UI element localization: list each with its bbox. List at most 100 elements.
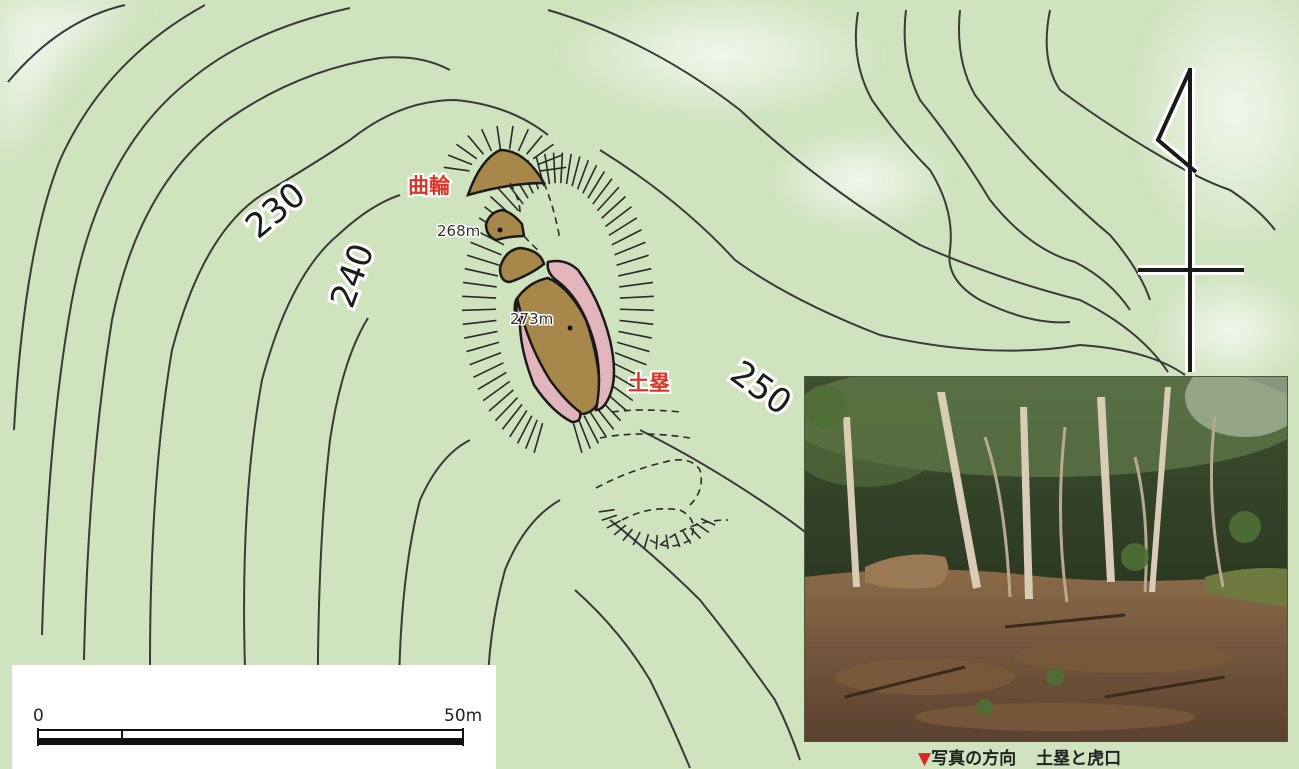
hachure-stroke: [571, 156, 581, 187]
hachure-stroke: [532, 143, 555, 160]
hachure-stroke: [619, 281, 654, 288]
photo-caption: ▼写真の方向土塁と虎口: [918, 744, 1121, 769]
hachure-stroke: [582, 164, 598, 194]
north-arrow-icon: [1138, 67, 1244, 372]
hachure-stroke: [565, 153, 572, 185]
hachure-stroke: [470, 241, 502, 256]
hachure-stroke: [462, 319, 497, 326]
hachure-stroke: [462, 281, 497, 288]
pale-area-top: [550, 0, 890, 125]
hachure-stroke: [611, 229, 642, 246]
hachure-stroke: [496, 125, 502, 150]
hachure-stroke: [533, 422, 544, 454]
hachure-stroke: [544, 153, 551, 185]
hachure-stroke: [572, 422, 583, 454]
southern-hachures: [598, 508, 716, 550]
hachure-stroke: [606, 519, 622, 529]
hachure-stroke: [596, 186, 620, 212]
castle-enclosures: [466, 148, 616, 424]
hachure-stroke: [592, 178, 613, 205]
hachure-stroke: [695, 522, 710, 534]
feature-label-dorui: 土塁: [628, 371, 670, 395]
hachure-stroke: [689, 527, 702, 540]
elevation-label-273: 273m: [510, 310, 553, 328]
elevation-label-268: 268m: [437, 222, 480, 240]
hachure-stroke: [509, 410, 528, 438]
scale-bar-background: [12, 665, 496, 769]
caption-direction: 写真の方向: [931, 749, 1017, 769]
earthwork-west: [515, 298, 582, 424]
hachure-stroke: [501, 403, 523, 430]
scale-bar: 0 50m: [12, 665, 496, 769]
caption-subject: 土塁と虎口: [1036, 749, 1122, 769]
hachure-stroke: [619, 319, 654, 326]
hachure-stroke: [473, 362, 504, 379]
enclosure-268: [484, 208, 526, 242]
hachure-stroke: [619, 308, 654, 312]
hachure-stroke: [616, 254, 649, 266]
hachure-stroke: [455, 143, 478, 160]
hachure-stroke: [466, 341, 500, 353]
hachure-stroke: [540, 166, 567, 172]
hachure-stroke: [447, 154, 473, 166]
hachure-stroke: [443, 166, 470, 172]
pale-area-top-left: [0, 0, 140, 170]
hachure-stroke: [583, 415, 600, 444]
hachure-stroke: [464, 330, 498, 339]
hachure-stroke: [508, 125, 514, 150]
hachure-stroke: [700, 517, 716, 526]
hachure-stroke: [488, 389, 514, 412]
hachure-stroke: [614, 351, 647, 366]
hachure-stroke: [613, 524, 627, 536]
hachure-stroke: [608, 217, 638, 237]
hachure-stroke: [665, 534, 670, 550]
photo-direction-marker: ▼: [918, 749, 932, 769]
hachure-stroke: [614, 241, 646, 256]
hachure-stroke: [496, 186, 520, 212]
hachure-stroke: [655, 534, 659, 550]
scale-start-label: 0: [33, 706, 44, 726]
hachure-stroke: [588, 410, 607, 438]
enclosure-upper: [498, 246, 546, 284]
hachure-stroke: [524, 419, 538, 450]
inset-photo: [804, 376, 1288, 742]
hachure-stroke: [643, 533, 650, 549]
hachure-stroke: [632, 531, 641, 546]
hachure-stroke: [622, 528, 634, 542]
hachure-stroke: [578, 419, 592, 450]
elevation-point-273: [567, 325, 573, 331]
hachure-stroke: [517, 128, 530, 152]
dashed-earthworks: [595, 409, 729, 547]
hachure-stroke: [516, 415, 533, 444]
pale-area-right: [1125, 0, 1299, 260]
hachure-stroke: [618, 330, 652, 339]
hachure-stroke: [537, 154, 563, 166]
hachure-stroke: [673, 533, 681, 548]
hachure-stroke: [601, 195, 627, 219]
hachure-stroke: [480, 128, 493, 152]
pale-area-mid: [765, 125, 955, 235]
hachure-stroke: [477, 371, 507, 391]
hachure-stroke: [576, 159, 590, 190]
enclosure-north: [466, 148, 547, 197]
hachure-stroke: [467, 254, 500, 266]
hachure-stroke: [464, 267, 498, 277]
hachure-stroke: [618, 267, 652, 277]
hachure-stroke: [604, 206, 632, 228]
elevation-point-268: [497, 227, 503, 233]
hachure-stroke: [494, 396, 519, 422]
forest-photo: [805, 377, 1287, 741]
hachure-stroke: [616, 341, 650, 353]
scale-end-label: 50m: [444, 706, 482, 726]
hachure-stroke: [601, 514, 618, 522]
contour-lines: [7, 4, 1276, 769]
earthwork-east: [546, 259, 616, 412]
hachure-stroke: [598, 508, 615, 513]
hachure-stroke: [474, 229, 505, 246]
hachure-stroke: [462, 295, 497, 299]
hachure-stroke: [682, 530, 692, 544]
hachure-stroke: [587, 171, 606, 199]
feature-label-kuruwa: 曲輪: [408, 174, 451, 198]
hachure-stroke: [619, 295, 654, 299]
